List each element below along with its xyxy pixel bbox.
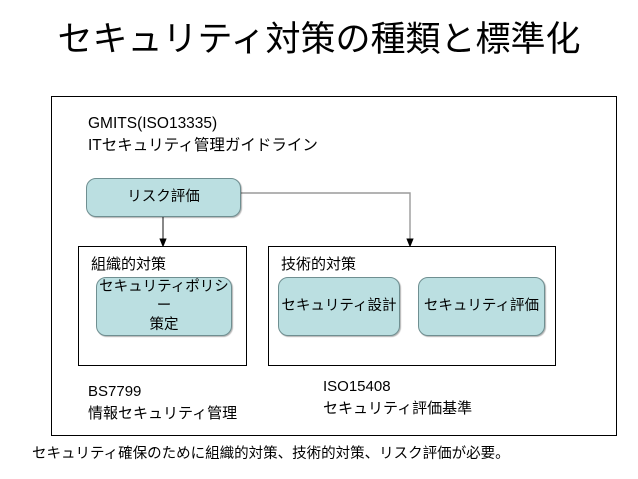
slide-caption: セキュリティ確保のために組織的対策、技術的対策、リスク評価が必要。: [32, 446, 510, 462]
technical-measures-title: 技術的対策: [281, 256, 357, 273]
security-evaluation-box[interactable]: セキュリティ評価: [418, 277, 545, 336]
gmits-guideline-label: GMITS(ISO13335) ITセキュリティ管理ガイドライン: [88, 115, 318, 154]
standard-label-bs7799: BS7799 情報セキュリティ管理: [88, 383, 238, 422]
standard-label-iso15408: ISO15408 セキュリティ評価基準: [323, 378, 473, 417]
security-policy-box[interactable]: セキュリティポリシー 策定: [96, 277, 232, 336]
page-title: セキュリティ対策の種類と標準化: [57, 20, 581, 59]
organizational-measures-title: 組織的対策: [91, 256, 167, 273]
security-design-box[interactable]: セキュリティ設計: [278, 277, 400, 336]
risk-assessment-box[interactable]: リスク評価: [86, 178, 241, 217]
